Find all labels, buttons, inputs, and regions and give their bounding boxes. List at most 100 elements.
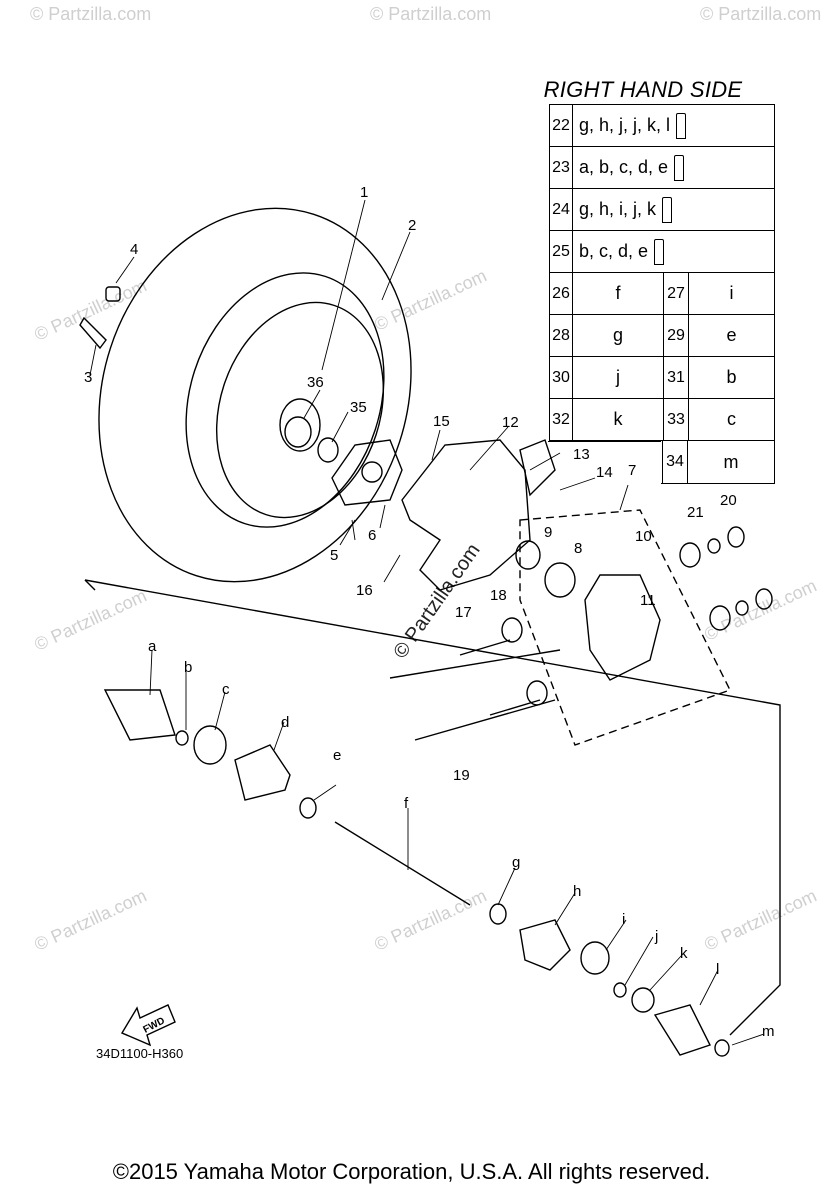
row-letters: b, c, d, e: [579, 241, 649, 261]
cv-joint-a: [103, 689, 176, 741]
callout-1: 1: [360, 184, 368, 201]
row-number: 25: [550, 231, 573, 272]
callout-e: e: [333, 747, 341, 764]
knuckle: [584, 574, 661, 681]
clip-m: [714, 1039, 730, 1057]
wheel-hub: [331, 439, 403, 506]
band-c: [193, 725, 227, 765]
row-letters: a, b, c, d, e: [579, 157, 669, 177]
callout-a: a: [148, 638, 157, 655]
bracket-13: [519, 439, 556, 497]
callout-16: 16: [356, 582, 373, 599]
cv-joint-l: [653, 1004, 711, 1056]
callout-21: 21: [687, 504, 704, 521]
row-number: 28: [550, 315, 573, 356]
table-row: 25 b, c, d, e: [550, 231, 774, 273]
callout-14: 14: [596, 464, 613, 481]
row-number: 29: [664, 315, 689, 356]
callout-9: 9: [544, 524, 552, 541]
callout-6: 6: [368, 527, 376, 544]
callout-17: 17: [455, 604, 472, 621]
cap-20-lower: [755, 588, 773, 610]
tire-inner: [185, 272, 385, 528]
valve-cap: [105, 286, 121, 302]
row-number: 24: [550, 189, 573, 230]
table-row: 26 f 27 i: [550, 273, 774, 315]
grease-tube-icon: [654, 238, 665, 265]
watermark: © Partzilla.com: [700, 4, 822, 24]
callout-13: 13: [573, 446, 590, 463]
band-g: [489, 903, 507, 925]
row-letter: e: [726, 325, 737, 345]
row-number: 26: [550, 273, 573, 314]
bushing-18-lower: [709, 605, 731, 631]
callout-k: k: [680, 945, 688, 962]
bearing-35: [317, 437, 339, 463]
callout-f: f: [404, 795, 409, 812]
row-number: 22: [550, 105, 573, 146]
fwd-arrow-icon: [120, 1004, 176, 1047]
row-number: 31: [664, 357, 689, 398]
watermark: © Partzilla.com: [30, 4, 152, 24]
row-letters: g, h, i, j, k: [579, 199, 657, 219]
callout-d: d: [281, 714, 289, 731]
callout-15: 15: [433, 413, 450, 430]
valve-stem: [79, 316, 107, 350]
table-row: 24 g, h, i, j, k: [550, 189, 774, 231]
row-letter: j: [573, 357, 664, 398]
callout-j: j: [654, 928, 658, 945]
bushing-18-upper: [679, 542, 701, 568]
bolt-19-upper: [389, 649, 561, 679]
band-e: [299, 797, 317, 819]
table-row: 28 g 29 e: [550, 315, 774, 357]
table-row: 32 k 33 c: [550, 399, 774, 441]
callout-8: 8: [574, 540, 582, 557]
callout-18: 18: [490, 587, 507, 604]
copyright-notice: ©2015 Yamaha Motor Corporation, U.S.A. A…: [112, 1159, 711, 1184]
callout-l: l: [716, 961, 719, 978]
rim-outline: [215, 301, 385, 519]
row-letter: g: [573, 315, 664, 356]
washer-21-lower: [735, 600, 749, 616]
row-letter: k: [573, 399, 664, 440]
callout-i: i: [622, 911, 625, 928]
bearing-8: [544, 562, 576, 598]
boot-d: [234, 744, 291, 801]
rim-hub: [279, 398, 321, 452]
callout-35: 35: [350, 399, 367, 416]
row-letter: i: [729, 283, 734, 303]
row-number: 27: [664, 273, 689, 314]
hub-center: [361, 461, 383, 483]
shaft-f: [334, 821, 471, 906]
table-row: 34 m: [662, 441, 774, 483]
row-number: 23: [550, 147, 573, 188]
row-letter: m: [723, 451, 739, 472]
brake-disc: [401, 439, 531, 591]
sleeve-17-lower: [489, 699, 541, 716]
callout-m: m: [762, 1023, 775, 1040]
callout-12: 12: [502, 414, 519, 431]
row-number: 33: [664, 399, 689, 440]
callout-h: h: [573, 883, 581, 900]
seal-k: [631, 987, 655, 1013]
table-title: RIGHT HAND SIDE: [543, 77, 743, 102]
callout-36: 36: [307, 374, 324, 391]
band-i: [580, 941, 610, 975]
grease-tube-icon: [674, 154, 685, 181]
grease-tube-icon: [662, 196, 673, 223]
shaft-group-outline: [84, 579, 781, 1036]
table-notch: [548, 441, 661, 486]
table-row: 22 g, h, j, j, k, l: [550, 105, 774, 147]
watermark: © Partzilla.com: [370, 4, 492, 24]
callout-10: 10: [635, 528, 652, 545]
row-letter: f: [573, 273, 664, 314]
knuckle-group: [519, 509, 731, 746]
callout-11: 11: [640, 592, 656, 609]
washer-18-lower: [526, 680, 548, 706]
row-letter: b: [726, 367, 737, 387]
sleeve-17-upper: [459, 639, 511, 656]
cap-20-upper: [727, 526, 745, 548]
boot-h: [519, 919, 571, 971]
